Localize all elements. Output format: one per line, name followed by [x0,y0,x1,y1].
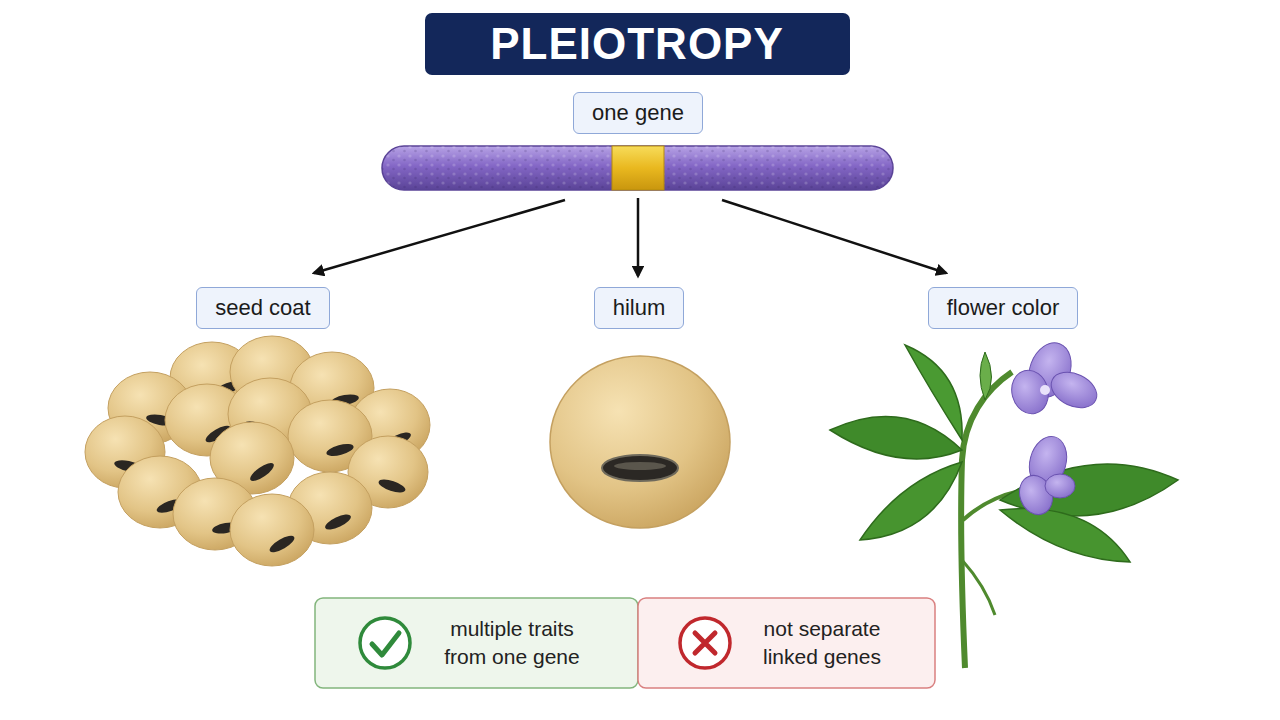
stem [961,372,1012,668]
flower [1007,337,1103,418]
chromosome [382,146,893,190]
hilum-highlight [614,462,666,470]
hilum-mark [602,455,678,481]
trait-arrows [314,198,946,276]
trait-label: flower color [928,287,1078,329]
chromosome-texture [382,146,893,190]
check-mark [372,633,399,655]
cross-mark [695,633,715,653]
panel-false [638,598,935,688]
leaf [830,416,962,459]
cross-icon [680,618,730,668]
seed [230,494,314,566]
statement-false: not separate linked genes [742,615,902,671]
node-text: multiple traits from one gene [432,615,592,671]
seed-pile [85,336,430,566]
node-text: flower color [947,294,1059,322]
node-text: one gene [592,99,684,127]
check-icon [360,618,410,668]
stem [962,560,995,615]
seed-body [550,356,730,528]
node-text: seed coat [215,294,310,322]
leaf [860,462,962,540]
panel-true [315,598,638,688]
statement-true: multiple traits from one gene [432,615,592,671]
trait-label: seed coat [196,287,329,329]
arrow [314,200,565,273]
chromosome-body [382,146,893,190]
arrow [722,200,946,273]
single-seed [550,356,730,528]
leaf [1000,509,1130,562]
summary-panel [315,598,935,688]
bud [980,352,992,400]
trait-label: hilum [594,287,685,329]
gene-label: one gene [573,92,703,134]
title-banner: PLEIOTROPY [425,13,850,75]
gene-band [612,146,664,190]
node-text: not separate linked genes [742,615,902,671]
leaf [905,345,962,440]
node-text: hilum [613,294,666,322]
title-text: PLEIOTROPY [490,19,784,69]
arrow [637,198,640,276]
flower [1014,432,1075,519]
